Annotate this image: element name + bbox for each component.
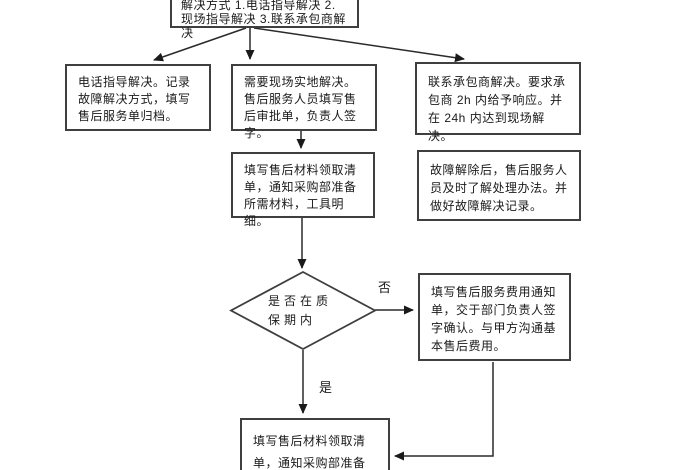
decision-diamond-shape xyxy=(229,270,377,351)
branch-label-yes: 是 xyxy=(319,380,333,395)
node-service-fee-notice: 填写售后服务费用通知单，交于部门负责人签字确认。与甲方沟通基本售后费用。 xyxy=(418,273,571,361)
branch-label-no: 否 xyxy=(378,280,392,295)
node-materials-checklist: 填写售后材料领取清单，通知采购部准备所需材料，工具明细。 xyxy=(231,152,375,228)
node-solution-methods: 解决方式 1.电话指导解决 2.现场指导解决 3.联系承包商解决 xyxy=(170,0,359,40)
decision-warranty-label: 是否在质保期内 xyxy=(268,294,333,327)
node-phone-guidance: 电话指导解决。记录故障解决方式，填写售后服务单归档。 xyxy=(65,64,211,131)
node-materials-checklist-bottom: 填写售后材料领取清单，通知采购部准备所 xyxy=(240,418,390,470)
node-contractor-resolution: 联系承包商解决。要求承包商 2h 内给予响应。并在 24h 内达到现场解决。 xyxy=(415,62,581,143)
arrow-top-to-phone xyxy=(153,27,247,62)
node-fault-record: 故障解除后，售后服务人员及时了解处理办法。并做好故障解决记录。 xyxy=(417,150,581,221)
node-onsite-resolution: 需要现场实地解决。售后服务人员填写售后审批单，负责人签字。 xyxy=(231,64,377,140)
arrow-top-to-contractor xyxy=(253,27,465,63)
arrow-fee-to-bottom xyxy=(394,362,494,461)
